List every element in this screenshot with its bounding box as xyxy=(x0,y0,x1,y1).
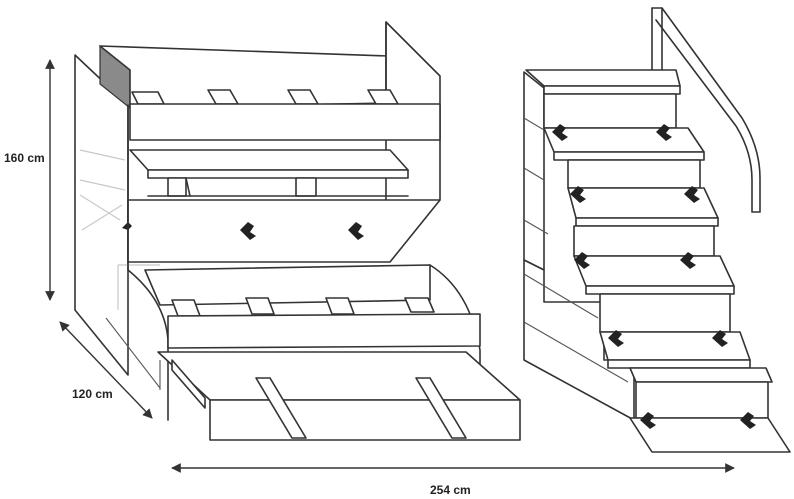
lower-front-rail xyxy=(167,313,481,349)
staircase-unit xyxy=(523,7,791,453)
dimension-depth: 120 cm xyxy=(59,321,153,419)
width-label: 254 cm xyxy=(430,483,471,497)
dimension-height: 160 cm xyxy=(4,59,55,301)
bottom-flap-open xyxy=(629,417,791,453)
trundle-top xyxy=(157,351,521,401)
handrail-post xyxy=(651,7,663,79)
bottom-drawer xyxy=(629,381,791,453)
fold-down-flap xyxy=(127,199,441,263)
trundle-drawer xyxy=(105,317,521,441)
middle-shelf-front xyxy=(147,169,409,179)
step-5 xyxy=(599,330,773,383)
step-4 xyxy=(573,252,735,333)
side-panel-ghost-lines xyxy=(79,149,160,310)
height-label: 160 cm xyxy=(4,151,45,165)
step-2 xyxy=(543,124,705,189)
shelf-dividers xyxy=(167,177,317,197)
upper-slats xyxy=(131,89,399,105)
lower-slats xyxy=(171,297,435,317)
bed-unit xyxy=(74,21,521,441)
depth-label: 120 cm xyxy=(72,387,113,401)
handrail xyxy=(651,7,761,213)
step-1 xyxy=(525,69,681,129)
left-side-panel xyxy=(74,54,129,376)
step-3 xyxy=(567,186,719,257)
stair-body-left xyxy=(523,259,635,421)
middle-shelf-top xyxy=(129,149,409,171)
lower-back-panel xyxy=(144,264,431,306)
trundle-front xyxy=(209,399,521,441)
upper-front-rail xyxy=(129,103,441,141)
flap-hinges xyxy=(122,222,364,240)
dimension-width: 254 cm xyxy=(171,463,735,497)
